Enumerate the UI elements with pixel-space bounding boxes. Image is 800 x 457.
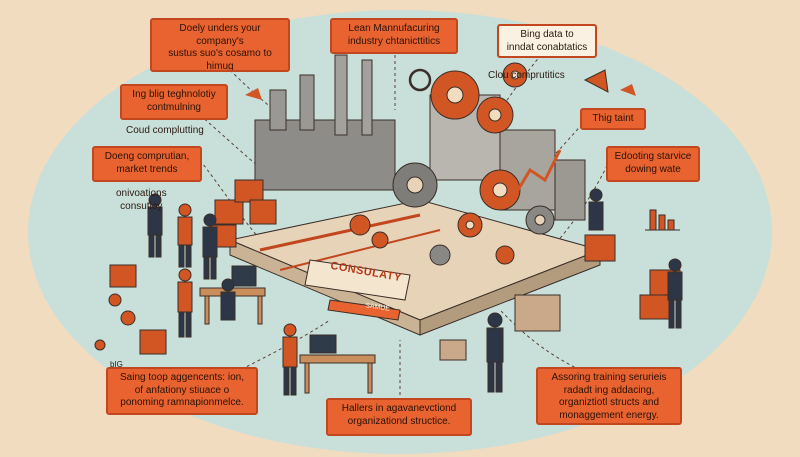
label-cloud-right: Clou comprutitics [488,70,565,81]
label-cloud-left: Coud complutting [126,125,204,136]
plant-icons [94,293,136,351]
bird-icon-right [620,84,636,96]
label-big-small: bIG [110,360,123,369]
pie-icon [583,69,609,93]
label-thig: Thig taint [580,108,646,130]
label-innovations: onivoations consutloy [116,188,167,212]
gears [349,62,555,266]
crates [109,179,681,361]
label-top-center: Lean Mannufacuring industry chtanicttiti… [330,18,458,54]
label-top-right: Bing data to inndat conabtatics [497,24,597,58]
label-big-tech: Ing blig teghnolotiy contmulning [120,84,228,120]
label-edooting: Edooting starvice dowing wate [606,146,700,182]
label-saing: Saing toop aggencents: ion, of anfationy… [106,367,258,415]
label-assoring: Assoring training serurieis radadt ing a… [536,367,682,425]
label-doing-comp: Doeng comprutian, market trends [92,146,202,182]
mini-bar-chart [645,209,680,231]
trend-arrow [513,149,562,196]
consultancy-banner [304,259,411,321]
people [147,188,683,396]
label-top-left: Doely unders your company's sustus suo's… [150,18,290,72]
bird-icon-left [245,88,262,100]
label-hallers: Hallers in agavanevctiond organizationd … [326,398,472,436]
